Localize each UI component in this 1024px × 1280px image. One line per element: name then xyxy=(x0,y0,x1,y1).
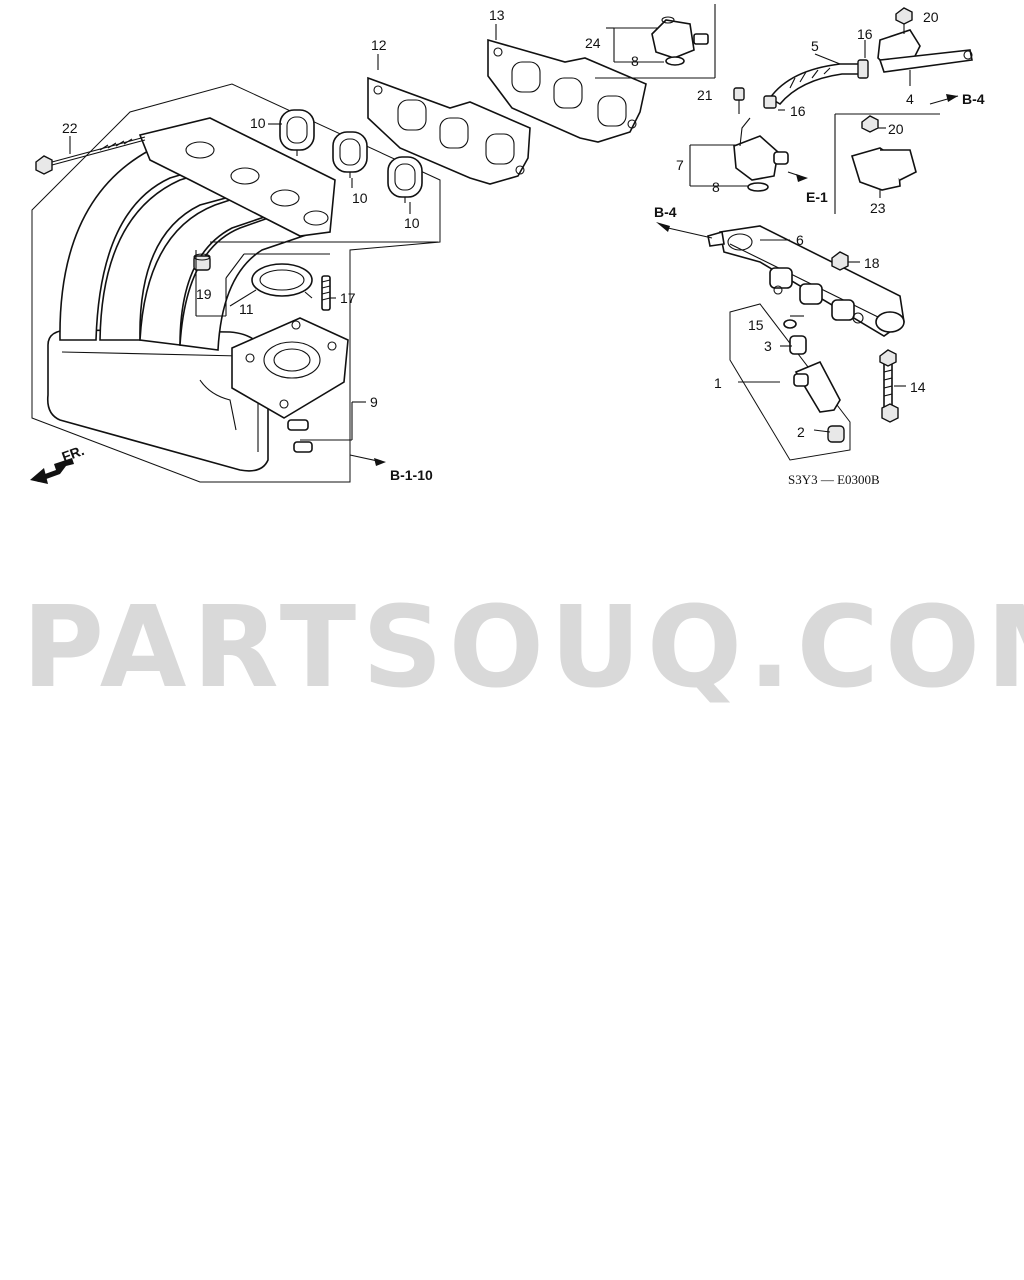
manifold-gasket-12 xyxy=(367,76,531,185)
ref-e1: E-1 xyxy=(806,189,828,205)
callout-4: 4 xyxy=(906,91,914,107)
pulsation-damper-4 xyxy=(877,7,973,73)
callout-15: 15 xyxy=(748,317,764,333)
reference-labels: B-4 B-4 E-1 B-1-10 FR. xyxy=(60,91,985,483)
callout-16b: 16 xyxy=(790,103,806,119)
callout-10c: 10 xyxy=(404,215,420,231)
callout-14: 14 xyxy=(910,379,926,395)
callout-labels: 22 10 10 10 12 13 24 8 5 16 20 4 21 16 2… xyxy=(62,7,939,440)
callout-20a: 20 xyxy=(923,9,939,25)
throttle-gasket-11 xyxy=(251,263,313,299)
ref-b4-top: B-4 xyxy=(962,91,985,107)
callout-3: 3 xyxy=(764,338,772,354)
stud-17-drawing xyxy=(321,275,331,311)
diagram-code: S3Y3 — E0300B xyxy=(788,472,880,487)
callout-8b: 8 xyxy=(712,179,720,195)
callout-22: 22 xyxy=(62,120,78,136)
callout-8a: 8 xyxy=(631,53,639,69)
callout-10b: 10 xyxy=(352,190,368,206)
callout-13: 13 xyxy=(489,7,505,23)
ref-b110: B-1-10 xyxy=(390,467,433,483)
ref-front: FR. xyxy=(60,442,87,465)
callout-18: 18 xyxy=(864,255,880,271)
ref-b4-left: B-4 xyxy=(654,204,677,220)
callout-16a: 16 xyxy=(857,26,873,42)
port-gaskets-10 xyxy=(279,109,423,203)
stud-14-drawing xyxy=(879,349,899,423)
callout-17: 17 xyxy=(340,290,356,306)
callout-7: 7 xyxy=(676,157,684,173)
nut-18-drawing xyxy=(831,251,849,271)
callout-19: 19 xyxy=(196,286,212,302)
exhaust-gasket-13 xyxy=(487,38,647,143)
pressure-regulator-24 xyxy=(595,4,716,79)
nut-19-drawing xyxy=(193,253,211,271)
callout-9: 9 xyxy=(370,394,378,410)
callout-6: 6 xyxy=(796,232,804,248)
callout-11: 11 xyxy=(239,301,254,317)
fuel-hose-5 xyxy=(733,59,869,114)
bracket-23 xyxy=(834,113,940,214)
fuel-rail-6 xyxy=(707,225,905,337)
callout-21: 21 xyxy=(697,87,713,103)
front-arrow xyxy=(30,458,74,484)
callout-5: 5 xyxy=(811,38,819,54)
leader-lines xyxy=(69,24,959,466)
callout-1: 1 xyxy=(714,375,722,391)
callout-20b: 20 xyxy=(888,121,904,137)
bolt-22-drawing xyxy=(35,136,146,175)
callout-10a: 10 xyxy=(250,115,266,131)
intake-manifold-drawing xyxy=(31,83,441,483)
injector-group-1 xyxy=(729,303,851,461)
callout-12: 12 xyxy=(371,37,387,53)
pressure-regulator-7 xyxy=(733,117,801,192)
callout-24: 24 xyxy=(585,35,601,51)
callout-23: 23 xyxy=(870,200,886,216)
callout-2: 2 xyxy=(797,424,805,440)
watermark: PARTSOUQ.COM xyxy=(22,583,1024,713)
